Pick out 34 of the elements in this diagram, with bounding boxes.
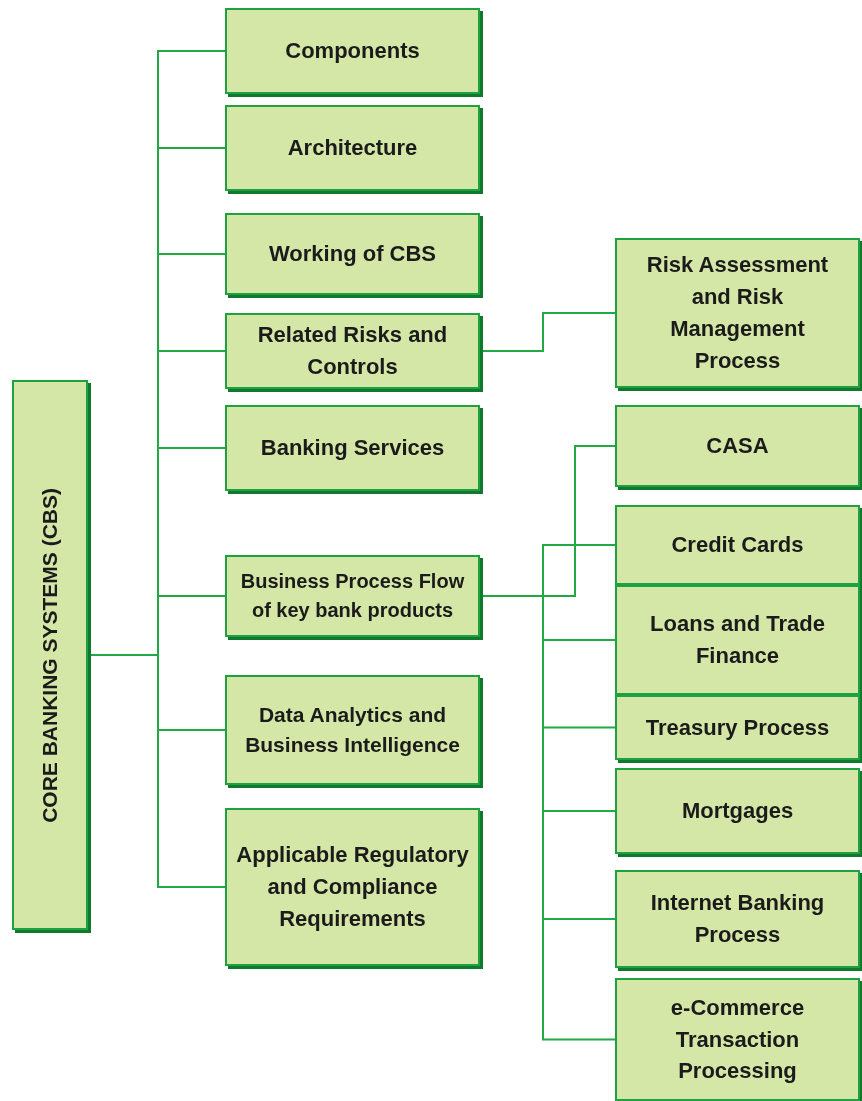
box-label: Data Analytics and Business Intelligence (244, 701, 461, 758)
topic-box (615, 505, 860, 585)
topic-box (615, 870, 860, 968)
topic-box (615, 768, 860, 854)
topic-box (615, 238, 860, 388)
topic-box (225, 105, 480, 191)
box-label: Related Risks and Controls (256, 321, 449, 381)
topic-box (615, 405, 860, 487)
topic-box (225, 213, 480, 295)
topic-box (615, 585, 860, 695)
topic-box (225, 808, 480, 966)
box-label: Mortgages (681, 797, 794, 826)
topic-box (225, 675, 480, 785)
box-label: Components (285, 37, 420, 66)
box-label: Working of CBS (269, 240, 436, 269)
box-label: Treasury Process (645, 713, 830, 742)
topic-box (225, 555, 480, 637)
box-label: CASA (706, 432, 769, 461)
box-label: Applicable Regulatory and Compliance Requirements (235, 841, 470, 933)
box-label: CORE BANKING SYSTEMS (CBS) (36, 487, 62, 823)
box-label: Business Process Flow of key bank products (239, 569, 466, 623)
topic-box (225, 313, 480, 389)
box-label: Banking Services (260, 434, 445, 463)
box-label: Internet Banking Process (649, 889, 826, 949)
box-label: Credit Cards (671, 531, 804, 560)
box-label: Risk Assessment and Risk Management Process (645, 251, 830, 375)
root-box (12, 380, 88, 930)
topic-box (615, 695, 860, 760)
topic-box (225, 405, 480, 491)
topic-box (225, 8, 480, 94)
box-label: e-Commerce Transaction Processing (669, 993, 806, 1086)
topic-box (615, 978, 860, 1101)
box-label: Architecture (287, 134, 418, 163)
box-label: Loans and Trade Finance (649, 610, 826, 670)
